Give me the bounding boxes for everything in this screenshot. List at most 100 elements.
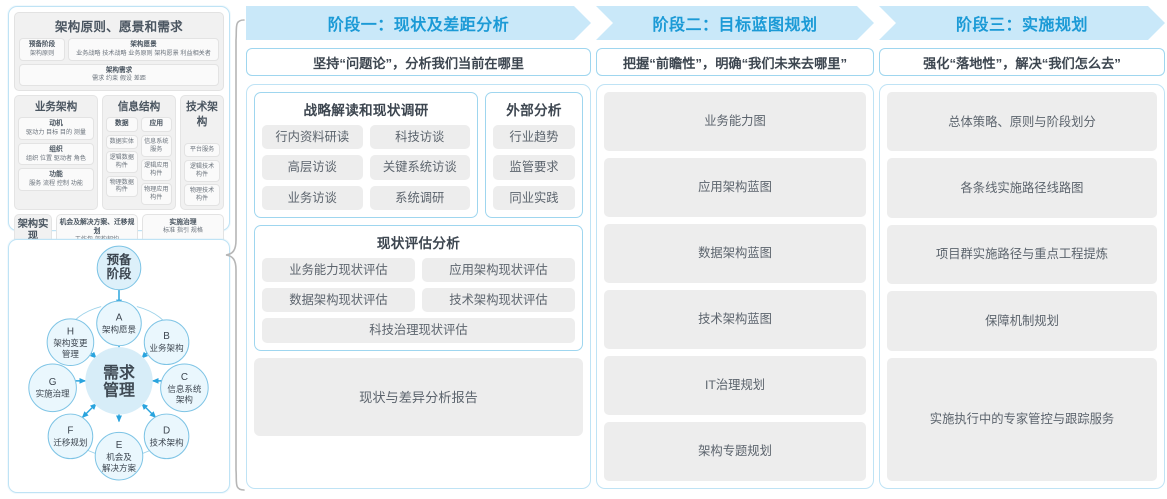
business-architecture-header: 业务架构 (34, 101, 78, 114)
application-item-1: 逻辑应用构件 (140, 159, 172, 181)
phase-2-body: 业务能力图 应用架构蓝图 数据架构蓝图 技术架构蓝图 IT治理规划 架构专题规划 (596, 84, 874, 489)
adm-node-f-key: F (67, 425, 73, 436)
architecture-principles-block: 架构原则、愿景和需求 预备阶段 架构原则 架构愿景 业务战略 技术战略 业务原则… (14, 12, 224, 92)
data-item-0: 数据实体 (106, 134, 138, 149)
chip-blueprint-3[interactable]: 技术架构蓝图 (604, 290, 866, 349)
curly-brace-connector (225, 19, 245, 491)
architecture-vision-cell: 架构愿景 业务战略 技术战略 业务原则 架构愿景 利益相关者 (68, 38, 219, 61)
adm-node-h-label2: 管理 (62, 349, 80, 359)
gap-analysis-report-chip[interactable]: 现状与差异分析报告 (254, 357, 583, 436)
phase-1-subtitle-label: 坚持“问题论”，分析我们当前在哪里 (313, 55, 524, 71)
architecture-requirement-title: 架构需求 (105, 66, 133, 74)
motivation-group: 动机 驱动力 目标 目的 测量 (18, 117, 94, 141)
function-items: 服务 流程 控制 功能 (29, 179, 83, 187)
organization-title: 组织 (49, 145, 63, 153)
architecture-domains-row: 业务架构 动机 驱动力 目标 目的 测量 组织 组织 位置 驱动者 角色 功能 … (14, 95, 224, 211)
application-title-cell: 应用 (140, 117, 172, 133)
togaf-content-framework-panel: 架构原则、愿景和需求 预备阶段 架构原则 架构愿景 业务战略 技术战略 业务原则… (8, 6, 230, 249)
chip-assessment-governance[interactable]: 科技治理现状评估 (262, 318, 575, 343)
phase-2-subtitle: 把握“前瞻性”，明确“我们未来去哪里” (596, 48, 874, 76)
togaf-panel-title: 架构原则、愿景和需求 (54, 20, 183, 34)
data-title-cell: 数据 (106, 117, 138, 133)
chip-external-0[interactable]: 行业趋势 (493, 125, 575, 150)
chip-blueprint-0[interactable]: 业务能力图 (604, 92, 866, 151)
adm-node-g-key: G (49, 377, 57, 388)
adm-node-f-label: 迁移规划 (53, 437, 87, 447)
chip-implementation-0[interactable]: 总体策略、原则与阶段划分 (887, 92, 1157, 152)
chip-external-2[interactable]: 同业实践 (493, 185, 575, 210)
technology-item-0: 平台服务 (184, 143, 220, 158)
chip-strategy-0[interactable]: 行内资料研读 (262, 125, 363, 150)
chip-strategy-5[interactable]: 系统调研 (369, 185, 470, 210)
adm-center-line1: 需求 (103, 363, 135, 382)
chip-assessment-0[interactable]: 业务能力现状评估 (262, 257, 415, 283)
technology-architecture-header: 技术架构 (186, 101, 218, 129)
adm-node-c-label1: 信息系统 (167, 384, 202, 394)
adm-node-c-label2: 架构 (176, 395, 193, 405)
phase-3-subtitle: 强化“落地性”，解决“我们怎么去” (879, 48, 1165, 76)
chip-assessment-2[interactable]: 数据架构现状评估 (262, 288, 415, 313)
architecture-requirement-items: 需求 约束 假设 差距 (92, 75, 146, 83)
motivation-title: 动机 (49, 120, 63, 128)
adm-cycle-panel: 预备 阶段 需求 管理 A 架构愿景 B 业务架构 C 信息系统 架构 (8, 239, 230, 493)
architecture-vision-title: 架构愿景 (130, 41, 157, 48)
chip-strategy-2[interactable]: 高层访谈 (262, 155, 363, 180)
adm-node-g-label: 实施治理 (36, 389, 71, 399)
chip-blueprint-2[interactable]: 数据架构蓝图 (604, 224, 866, 283)
chip-strategy-4[interactable]: 业务访谈 (262, 185, 363, 210)
application-subcolumn: 应用 信息系统服务 逻辑应用构件 物理应用构件 (140, 117, 172, 206)
technology-architecture-column: 技术架构 平台服务 逻辑技术构件 物理技术构件 (180, 95, 224, 211)
phase-3-body: 总体策略、原则与阶段划分 各条线实施路径线路图 项目群实施路径与重点工程提炼 保… (879, 84, 1165, 489)
current-state-assessment-title: 现状评估分析 (376, 235, 461, 251)
chip-implementation-1[interactable]: 各条线实施路径线路图 (887, 158, 1157, 218)
chip-strategy-3[interactable]: 关键系统访谈 (369, 155, 470, 180)
adm-node-e-label2: 解决方案 (102, 463, 137, 473)
phase-2: 阶段二：目标蓝图规划 把握“前瞻性”，明确“我们未来去哪里” 业务能力图 应用架… (596, 6, 874, 493)
organization-group: 组织 组织 位置 驱动者 角色 (18, 142, 94, 166)
phase-1-header[interactable]: 阶段一：现状及差距分析 (246, 6, 591, 40)
phase-1-subtitle: 坚持“问题论”，分析我们当前在哪里 (246, 48, 591, 76)
external-analysis-title: 外部分析 (506, 103, 562, 118)
chip-implementation-4[interactable]: 实施执行中的专家管控与跟踪服务 (887, 357, 1157, 481)
chip-external-1[interactable]: 监管要求 (493, 155, 575, 180)
adm-preliminary-line2: 阶段 (107, 266, 132, 281)
information-structure-column: 信息结构 数据 数据实体 逻辑数据构件 物理数据构件 应用 (102, 95, 176, 211)
phase-2-header-label: 阶段二：目标蓝图规划 (652, 17, 818, 34)
chip-blueprint-4[interactable]: IT治理规划 (604, 356, 866, 415)
technology-item-1: 逻辑技术构件 (184, 159, 220, 182)
chip-blueprint-5[interactable]: 架构专题规划 (604, 422, 866, 481)
chip-blueprint-1[interactable]: 应用架构蓝图 (604, 158, 866, 217)
phase-2-subtitle-label: 把握“前瞻性”，明确“我们未来去哪里” (622, 55, 848, 71)
chip-strategy-1[interactable]: 科技访谈 (369, 125, 470, 150)
chip-implementation-2[interactable]: 项目群实施路径与重点工程提炼 (887, 224, 1157, 285)
chip-assessment-3[interactable]: 技术架构现状评估 (422, 288, 575, 313)
phases-container: 阶段一：现状及差距分析 坚持“问题论”，分析我们当前在哪里 战略解读和现状调研 … (246, 6, 1165, 493)
preliminary-phase-title: 预备阶段 (28, 41, 56, 48)
adm-preliminary-line1: 预备 (107, 252, 132, 267)
preliminary-phase-cell: 预备阶段 架构原则 (19, 38, 65, 61)
phase-3: 阶段三：实施规划 强化“落地性”，解决“我们怎么去” 总体策略、原则与阶段划分 … (879, 6, 1165, 493)
strategy-research-title: 战略解读和现状调研 (303, 103, 429, 118)
information-structure-header: 信息结构 (117, 101, 161, 114)
adm-node-d-label: 技术架构 (150, 437, 184, 447)
phase-1-body: 战略解读和现状调研 行内资料研读 科技访谈 高层访谈 关键系统访谈 业务访谈 系… (246, 84, 591, 489)
adm-node-b-key: B (163, 331, 170, 342)
application-item-0: 信息系统服务 (140, 134, 172, 157)
phase-2-header[interactable]: 阶段二：目标蓝图规划 (596, 6, 874, 40)
phase-1-header-label: 阶段一：现状及差距分析 (327, 17, 510, 34)
data-item-2: 物理数据构件 (106, 175, 138, 198)
architecture-requirement-cell: 架构需求 需求 约束 假设 差距 (19, 63, 219, 87)
external-analysis-card: 外部分析 行业趋势 监管要求 同业实践 (485, 92, 583, 218)
data-subcolumn: 数据 数据实体 逻辑数据构件 物理数据构件 (106, 117, 138, 205)
adm-node-a-label: 架构愿景 (102, 324, 136, 334)
adm-cycle-diagram: 预备 阶段 需求 管理 A 架构愿景 B 业务架构 C 信息系统 架构 (28, 245, 209, 481)
chip-assessment-1[interactable]: 应用架构现状评估 (422, 257, 575, 283)
adm-node-h-key: H (67, 326, 74, 337)
application-title: 应用 (149, 120, 164, 128)
opportunities-migration-title: 机会及解决方案、迁移规划 (59, 219, 135, 236)
adm-node-h-label1: 架构变更 (53, 338, 88, 348)
chip-implementation-3[interactable]: 保障机制规划 (887, 291, 1157, 351)
phase-3-header[interactable]: 阶段三：实施规划 (879, 6, 1165, 40)
adm-node-e-key: E (116, 440, 123, 451)
